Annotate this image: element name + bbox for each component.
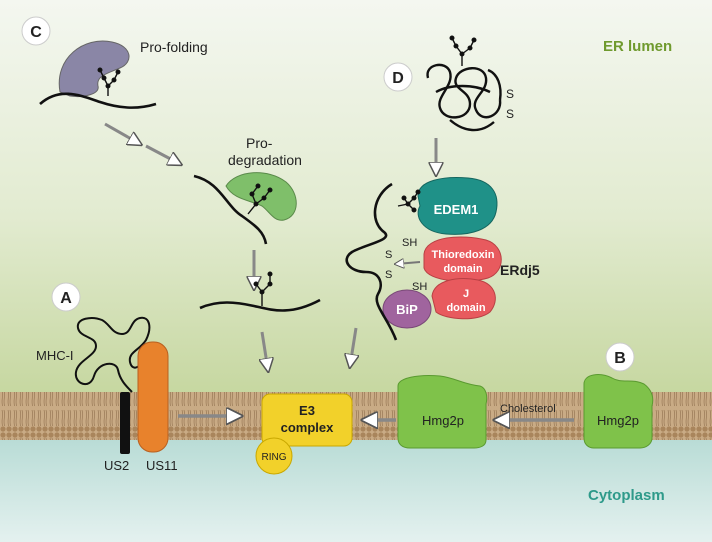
- prodegradation-chaperone: [225, 172, 297, 221]
- svg-text:J: J: [463, 288, 469, 300]
- svg-text:RING: RING: [262, 452, 287, 463]
- arrow-c4: [262, 331, 268, 370]
- cytoplasm-label: Cytoplasm: [588, 487, 665, 504]
- released-substrate-chain: [199, 298, 321, 312]
- us2-label: US2: [104, 458, 129, 473]
- svg-text:Hmg2p: Hmg2p: [597, 413, 639, 428]
- erdj5-substrate-chain: [345, 182, 398, 341]
- ring-domain: RING: [255, 437, 293, 475]
- panel-badge-a: A: [51, 282, 81, 312]
- released-glycan-icon: [253, 271, 273, 306]
- prodegradation-label-line1: Pro-: [246, 135, 273, 151]
- cytoplasm-region: [0, 440, 712, 542]
- svg-text:BiP: BiP: [396, 302, 418, 317]
- profolding-glycan-icon: [97, 67, 121, 96]
- us11-protein: [137, 341, 169, 453]
- us11-label: US11: [146, 458, 178, 473]
- panel-badge-d: D: [383, 62, 413, 92]
- disulfide-s-left-top: S: [385, 249, 392, 261]
- misfolded-glycan-icon: [449, 35, 477, 66]
- prodegradation-substrate-chain: [193, 174, 268, 245]
- sh-upper-label: SH: [402, 237, 417, 249]
- svg-text:D: D: [392, 70, 404, 87]
- svg-text:domain: domain: [446, 302, 485, 314]
- profolding-label: Pro-folding: [140, 39, 208, 55]
- svg-text:complex: complex: [281, 420, 335, 435]
- cholesterol-label: Cholesterol: [500, 403, 556, 415]
- svg-text:EDEM1: EDEM1: [434, 202, 479, 217]
- bip-protein: BiP: [382, 289, 432, 329]
- us2-protein: [120, 392, 130, 454]
- edem1-protein: EDEM1: [417, 177, 498, 235]
- misfolded-protein-coil: [426, 63, 502, 132]
- profolding-substrate-chain: [39, 92, 157, 109]
- mhc-i-chain: [74, 316, 151, 393]
- er-lumen-label: ER lumen: [603, 38, 672, 55]
- disulfide-s-top: S: [506, 87, 514, 101]
- svg-text:C: C: [30, 24, 42, 41]
- arrow-sh-reduction: [396, 262, 421, 264]
- j-domain: J domain: [431, 278, 496, 320]
- erdj5-label: ERdj5: [500, 262, 540, 278]
- profolding-chaperone: [58, 40, 130, 97]
- panel-badge-c: C: [21, 16, 51, 46]
- arrow-c2: [145, 144, 180, 164]
- arrow-d2: [350, 327, 356, 366]
- svg-text:domain: domain: [443, 263, 482, 275]
- e3-complex: E3 complex: [261, 393, 353, 447]
- arrow-c1: [104, 122, 140, 144]
- disulfide-s-left-bottom: S: [385, 269, 392, 281]
- mhc-i-label: MHC-I: [36, 348, 74, 363]
- hmg2p-free: Hmg2p: [583, 374, 654, 449]
- prodegradation-label-line2: degradation: [228, 152, 302, 168]
- svg-text:E3: E3: [299, 403, 315, 418]
- sh-lower-label: SH: [412, 281, 427, 293]
- svg-text:A: A: [60, 290, 72, 307]
- svg-text:Hmg2p: Hmg2p: [422, 413, 464, 428]
- svg-text:B: B: [614, 350, 626, 367]
- disulfide-s-bottom: S: [506, 107, 514, 121]
- panel-badge-b: B: [605, 342, 635, 372]
- thioredoxin-domain: Thioredoxin domain: [423, 236, 502, 282]
- edem1-glycan-icon: [397, 189, 421, 213]
- hmg2p-bound: Hmg2p: [397, 375, 488, 449]
- prodegradation-glycan-icon: [247, 183, 273, 215]
- svg-text:Thioredoxin: Thioredoxin: [432, 249, 495, 261]
